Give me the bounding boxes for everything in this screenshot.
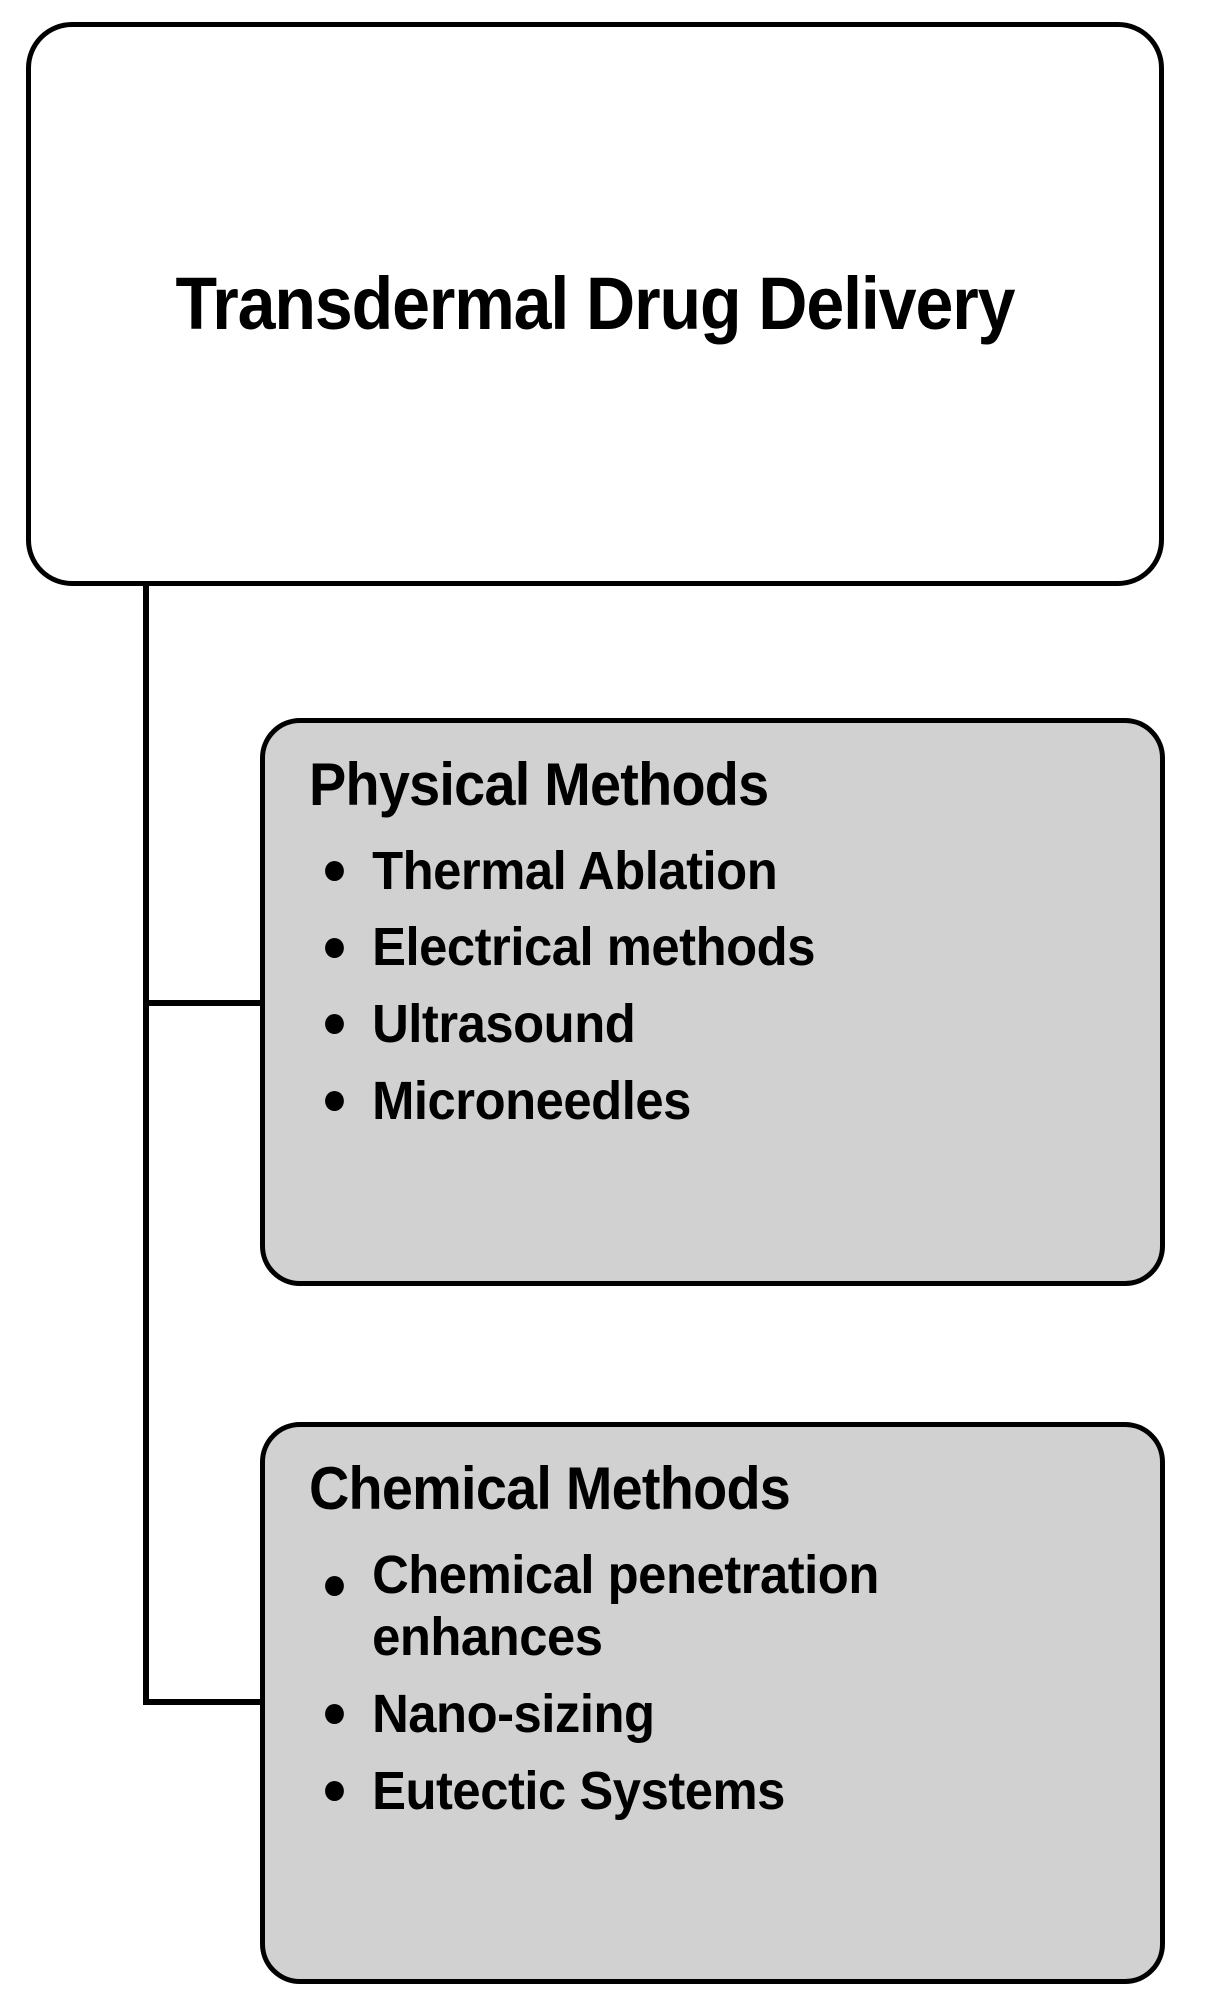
node-transdermal-drug-delivery[interactable]: Transdermal Drug Delivery: [26, 22, 1164, 586]
connector-to-physical-methods: [143, 1000, 265, 1006]
list-item: Electrical methods: [295, 916, 1076, 979]
connector-trunk-line: [143, 583, 149, 1705]
node-chemical-methods[interactable]: Chemical Methods Chemical penetration en…: [260, 1422, 1165, 1984]
bullet-dot-icon: [325, 1090, 344, 1111]
bullet-dot-icon: [325, 1575, 344, 1596]
list-item-label: Chemical penetration enhances: [372, 1544, 879, 1668]
list-item-label: Electrical methods: [372, 917, 815, 978]
bullet-dot-icon: [325, 1704, 344, 1725]
list-item: Thermal Ablation: [295, 840, 1076, 903]
physical-methods-list: Thermal Ablation Electrical methods Ultr…: [295, 840, 1126, 1133]
root-node-label: Transdermal Drug Delivery: [175, 262, 1016, 345]
chemical-methods-heading: Chemical Methods: [309, 1455, 791, 1522]
list-item-label: Nano-sizing: [372, 1684, 655, 1745]
connector-to-chemical-methods: [143, 1699, 265, 1705]
list-item: Nano-sizing: [295, 1683, 1076, 1746]
physical-methods-heading: Physical Methods: [309, 751, 769, 818]
chemical-methods-list: Chemical penetration enhances Nano-sizin…: [295, 1544, 1126, 1823]
list-item-label: Thermal Ablation: [372, 840, 778, 901]
bullet-dot-icon: [325, 1014, 344, 1035]
list-item: Ultrasound: [295, 993, 1076, 1056]
bullet-dot-icon: [325, 861, 344, 882]
list-item: Eutectic Systems: [295, 1760, 1076, 1823]
list-item-label: Eutectic Systems: [372, 1760, 785, 1821]
node-physical-methods[interactable]: Physical Methods Thermal Ablation Electr…: [260, 718, 1165, 1286]
list-item-label: Microneedles: [372, 1070, 691, 1131]
list-item-label: Ultrasound: [372, 994, 636, 1055]
bullet-dot-icon: [325, 1780, 344, 1801]
list-item: Microneedles: [295, 1070, 1076, 1133]
bullet-dot-icon: [325, 937, 344, 958]
list-item: Chemical penetration enhances: [295, 1544, 1076, 1669]
